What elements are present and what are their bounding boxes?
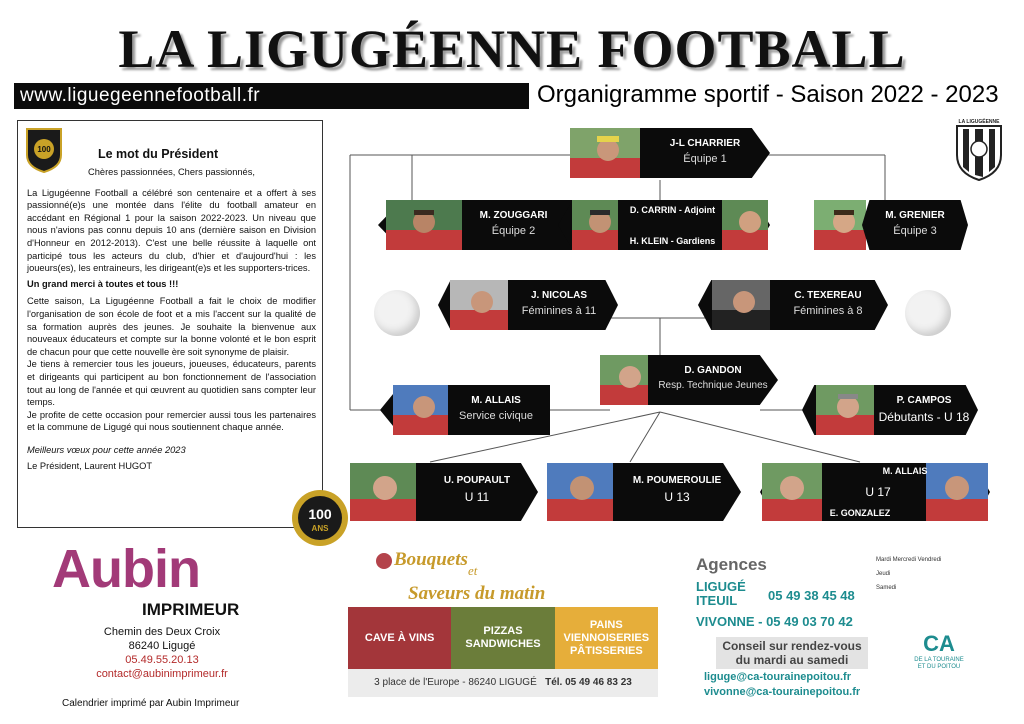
printed-by: Calendrier imprimé par Aubin Imprimeur bbox=[62, 698, 240, 709]
node-grenier: M. GRENIER Équipe 3 bbox=[806, 200, 968, 250]
node-allais-service-civique: M. ALLAIS Service civique bbox=[380, 385, 550, 435]
paragraph-2: Cette saison, La Ligugéenne Football a f… bbox=[27, 296, 316, 357]
coach-photo bbox=[386, 200, 462, 250]
ca-conseil: Conseil sur rendez-vous du mardi au same… bbox=[716, 637, 868, 669]
coach-photo bbox=[350, 463, 420, 521]
node-role: H. KLEIN - Gardiens bbox=[629, 236, 716, 246]
president-text: Chères passionnées, Chers passionnés, La… bbox=[27, 166, 316, 473]
node-name: C. TEXEREAU bbox=[794, 290, 862, 301]
ca-heading: Agences bbox=[696, 555, 767, 574]
aubin-brand: Aubin bbox=[52, 539, 201, 599]
node-role: U 17 bbox=[865, 485, 891, 499]
svg-text:100: 100 bbox=[37, 145, 51, 154]
node-role: Resp. Technique Jeunes bbox=[658, 380, 768, 391]
node-gandon: D. GANDON Resp. Technique Jeunes bbox=[592, 355, 778, 405]
club-crest-icon: 100 bbox=[26, 128, 62, 173]
ca-vivonne: VIVONNE - 05 49 03 70 42 bbox=[696, 614, 853, 629]
coach-photo bbox=[926, 463, 988, 521]
ca-mail-vivonne[interactable]: vivonne@ca-tourainepoitou.fr bbox=[704, 686, 861, 698]
paragraph-1: La Ligugéenne Football a célébré son cen… bbox=[27, 187, 316, 274]
node-texereau: C. TEXEREAU Féminines à 8 bbox=[698, 280, 888, 330]
coach-photo bbox=[592, 355, 652, 405]
president-message-box: 100 Le mot du Président Chères passionné… bbox=[17, 120, 323, 528]
coach-photo bbox=[386, 385, 448, 435]
aubin-email[interactable]: contact@aubinimprimeur.fr bbox=[96, 668, 228, 680]
website-url[interactable]: www.liguegeennefootball.fr bbox=[20, 85, 261, 106]
wishes: Meilleurs vœux pour cette année 2023 bbox=[27, 444, 186, 455]
paragraph-3: Je tiens à remercier tous les joueurs, j… bbox=[27, 359, 316, 408]
cell-cave: CAVE À VINS bbox=[348, 607, 452, 669]
node-nicolas: J. NICOLAS Féminines à 11 bbox=[438, 280, 618, 330]
aubin-sub: IMPRIMEUR bbox=[142, 600, 240, 619]
node-name: M. GRENIER bbox=[885, 210, 945, 221]
node-role: U 11 bbox=[464, 490, 490, 504]
cell-pains: PAINS VIENNOISERIES PÂTISSERIES bbox=[554, 607, 658, 669]
node-name: P. CAMPOS bbox=[896, 395, 952, 406]
node-poumeroulie: M. POUMEROULIE U 13 bbox=[547, 463, 741, 521]
coach-photo bbox=[712, 200, 768, 250]
node-campos: P. CAMPOS Débutants - U 18 bbox=[802, 385, 978, 435]
ca-phone-1: 05 49 38 45 48 bbox=[768, 588, 855, 603]
bouquets-footer: 3 place de l'Europe - 86240 LIGUGÉ Tél. … bbox=[348, 669, 658, 697]
coach-photo bbox=[562, 200, 618, 250]
node-carrin-klein: D. CARRIN - Adjoint H. KLEIN - Gardiens bbox=[558, 200, 770, 250]
node-name: D. GANDON bbox=[684, 365, 742, 376]
centenary-badge: 100 ANS bbox=[292, 490, 348, 546]
node-name: M. POUMEROULIE bbox=[632, 475, 722, 486]
coach-photo bbox=[547, 463, 617, 521]
svg-text:LA LIGUGÉENNE: LA LIGUGÉENNE bbox=[959, 117, 1001, 125]
node-name: M. ALLAIS bbox=[471, 395, 521, 406]
node-role: Équipe 1 bbox=[683, 153, 727, 165]
node-charrier: J-L CHARRIER Équipe 1 bbox=[570, 128, 770, 178]
node-name: M. ALLAIS bbox=[882, 466, 928, 476]
node-name: D. CARRIN - Adjoint bbox=[629, 205, 716, 215]
club-crest-icon: LA LIGUGÉENNE bbox=[956, 117, 1002, 181]
page-title: LA LIGUGÉENNE FOOTBALL bbox=[118, 19, 906, 79]
node-zouggari: M. ZOUGGARI Équipe 2 bbox=[378, 200, 576, 250]
node-role: Débutants - U 18 bbox=[878, 410, 970, 424]
node-role: Service civique bbox=[459, 410, 533, 422]
cell-pizzas: PIZZAS SANDWICHES bbox=[451, 607, 555, 669]
president-heading: Le mot du Président bbox=[98, 147, 219, 161]
node-name: J-L CHARRIER bbox=[669, 138, 741, 149]
node-name: J. NICOLAS bbox=[530, 290, 588, 301]
svg-text:ANS: ANS bbox=[312, 524, 330, 533]
greeting: Chères passionnées, Chers passionnés, bbox=[88, 167, 255, 177]
coach-photo bbox=[810, 385, 874, 435]
football-icon bbox=[905, 290, 951, 336]
coach-photo bbox=[570, 128, 646, 178]
node-role: Équipe 2 bbox=[491, 225, 536, 237]
node-name-second: E. GONZALEZ bbox=[829, 508, 891, 518]
coach-photo bbox=[706, 280, 770, 330]
header-band: www.liguegeennefootball.fr Organigramme … bbox=[14, 81, 1007, 109]
flower-icon bbox=[376, 553, 392, 569]
node-name: M. ZOUGGARI bbox=[479, 210, 548, 221]
signature: Le Président, Laurent HUGOT bbox=[27, 461, 153, 472]
coach-photo bbox=[806, 200, 866, 250]
node-role: U 13 bbox=[664, 490, 690, 504]
node-name: U. POUPAULT bbox=[443, 475, 511, 486]
thanks: Un grand merci à toutes et tous !!! bbox=[27, 278, 179, 289]
football-icon bbox=[374, 290, 420, 336]
paragraph-4: Je profite de cette occasion pour remerc… bbox=[27, 409, 316, 433]
node-role: Équipe 3 bbox=[893, 225, 937, 237]
bouquets-ad: Bouquets et Saveurs du matin CAVE À VINS… bbox=[348, 545, 658, 700]
season-subtitle: Organigramme sportif - Saison 2022 - 202… bbox=[529, 81, 1007, 109]
ca-mail-liguge[interactable]: liguge@ca-tourainepoitou.fr bbox=[704, 671, 852, 683]
aubin-address: Chemin des Deux Croix 86240 Ligugé 05.49… bbox=[87, 625, 237, 681]
node-poupault: U. POUPAULT U 11 bbox=[350, 463, 538, 521]
coach-photo bbox=[762, 463, 822, 521]
node-allais-gonzalez: M. ALLAIS U 17 E. GONZALEZ bbox=[760, 463, 990, 521]
ca-logo: CA DE LA TOURAINE ET DU POITOU bbox=[914, 631, 964, 670]
node-role: Féminines à 11 bbox=[521, 305, 597, 317]
coach-photo bbox=[444, 280, 508, 330]
svg-text:100: 100 bbox=[308, 506, 332, 522]
ca-hours: Mardi Mercredi Vendredi Jeudi Samedi bbox=[876, 557, 942, 591]
node-role: Féminines à 8 bbox=[793, 305, 863, 317]
